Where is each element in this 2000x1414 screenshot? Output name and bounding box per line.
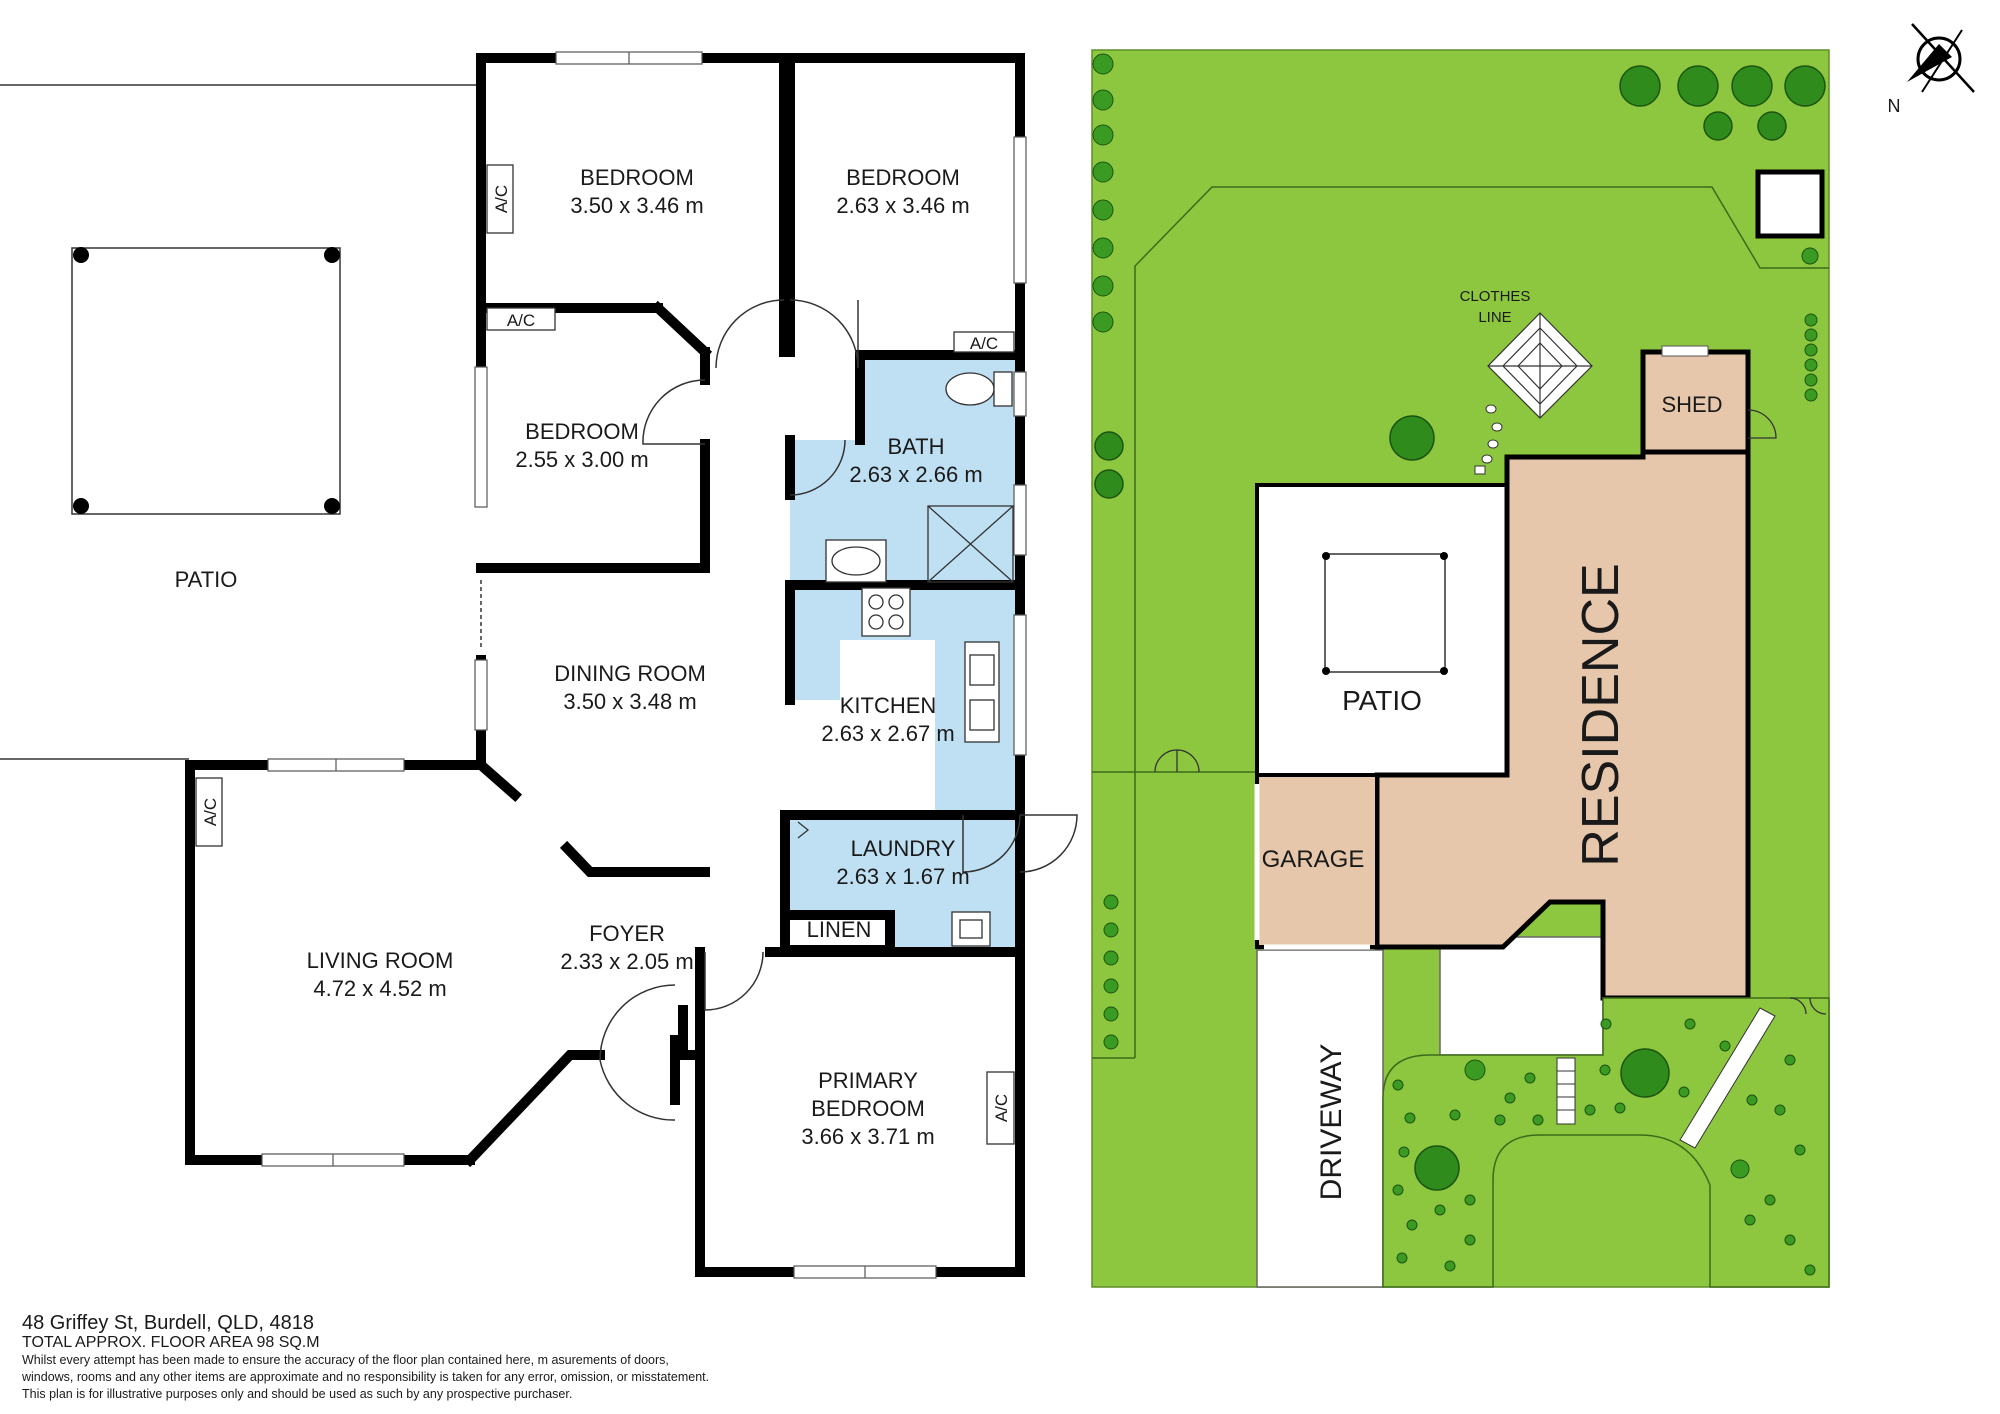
windows xyxy=(261,51,1027,1279)
driveway xyxy=(1256,949,1384,1288)
site-plan: RESIDENCE PATIO GARAGE SHED DRIVEWAY CLO… xyxy=(1091,23,1975,1288)
ac-units xyxy=(195,164,1015,1145)
primary-dims: 3.66 x 3.71 m xyxy=(801,1124,934,1149)
site-residence-label: RESIDENCE xyxy=(1572,563,1630,866)
dining-dims: 3.50 x 3.48 m xyxy=(563,689,696,714)
bedroom-3-name: BEDROOM xyxy=(525,419,639,444)
ac-label-1: A/C xyxy=(492,185,511,213)
primary-name-2: BEDROOM xyxy=(811,1096,925,1121)
shrubs xyxy=(1092,53,1819,1276)
bedroom-3-dims: 2.55 x 3.00 m xyxy=(515,447,648,472)
garden-bed xyxy=(1382,997,1830,1288)
foyer-name: FOYER xyxy=(589,921,665,946)
toilet xyxy=(945,372,995,406)
site-garage-label: GARAGE xyxy=(1262,846,1365,873)
site-patio-label: PATIO xyxy=(1342,685,1422,716)
laundry-dims: 2.63 x 1.67 m xyxy=(836,864,969,889)
living-name: LIVING ROOM xyxy=(307,948,454,973)
foyer-dims: 2.33 x 2.05 m xyxy=(560,949,693,974)
bedroom-2-name: BEDROOM xyxy=(846,165,960,190)
kitchen-name: KITCHEN xyxy=(840,693,937,718)
clothes-line-label-1: CLOTHES xyxy=(1460,288,1531,305)
stepping-stones xyxy=(1474,404,1503,475)
cooktop xyxy=(861,587,911,637)
disclaimer-line-2: windows, rooms and any other items are a… xyxy=(22,1370,710,1384)
bath-name: BATH xyxy=(887,434,944,459)
tank xyxy=(1755,169,1825,239)
dining-name: DINING ROOM xyxy=(554,661,706,686)
disclaimer-line-1: Whilst every attempt has been made to en… xyxy=(22,1353,669,1367)
ac-label-2: A/C xyxy=(507,311,535,330)
ac-label-4: A/C xyxy=(201,798,220,826)
shower xyxy=(927,505,1014,583)
bedroom-1-dims: 3.50 x 3.46 m xyxy=(570,193,703,218)
property-address: 48 Griffey St, Burdell, QLD, 4818 xyxy=(22,1312,315,1334)
clothes-line-label-2: LINE xyxy=(1478,309,1511,326)
north-label: N xyxy=(1888,96,1901,116)
kitchen-dims: 2.63 x 2.67 m xyxy=(821,721,954,746)
site-patio xyxy=(1255,483,1509,777)
footer: 48 Griffey St, Burdell, QLD, 4818 TOTAL … xyxy=(22,1312,922,1403)
bedroom-1-name: BEDROOM xyxy=(580,165,694,190)
doors xyxy=(480,299,1078,1121)
disclaimer-line-3: This plan is for illustrative purposes o… xyxy=(22,1387,573,1401)
laundry-name: LAUNDRY xyxy=(851,836,956,861)
patio-name: PATIO xyxy=(175,567,238,592)
site-pergola xyxy=(1324,553,1446,673)
floor-plan-house: A/C A/C A/C A/C A/C BEDROOM 3.50 x 3.46 … xyxy=(0,51,1078,1279)
ac-label-5: A/C xyxy=(992,1094,1011,1122)
living-dims: 4.72 x 4.52 m xyxy=(313,976,446,1001)
pergola xyxy=(71,247,341,515)
shed xyxy=(1640,349,1751,455)
garden-steps xyxy=(1556,1007,1776,1149)
site-driveway-label: DRIVEWAY xyxy=(1315,1044,1348,1201)
clothes-line xyxy=(1487,312,1593,419)
ac-label-3: A/C xyxy=(970,334,998,353)
site-shed-label: SHED xyxy=(1661,392,1722,417)
patio-area xyxy=(0,84,477,760)
floor-area: TOTAL APPROX. FLOOR AREA 98 SQ.M xyxy=(22,1334,320,1351)
trees xyxy=(1094,65,1826,1191)
bedroom-2-dims: 2.63 x 3.46 m xyxy=(836,193,969,218)
bath-dims: 2.63 x 2.66 m xyxy=(849,462,982,487)
north-arrow-icon: N xyxy=(1888,23,1975,116)
path-side xyxy=(1439,936,1604,1056)
primary-name-1: PRIMARY xyxy=(818,1068,918,1093)
fixtures xyxy=(797,371,1014,947)
linen-name: LINEN xyxy=(807,917,872,942)
